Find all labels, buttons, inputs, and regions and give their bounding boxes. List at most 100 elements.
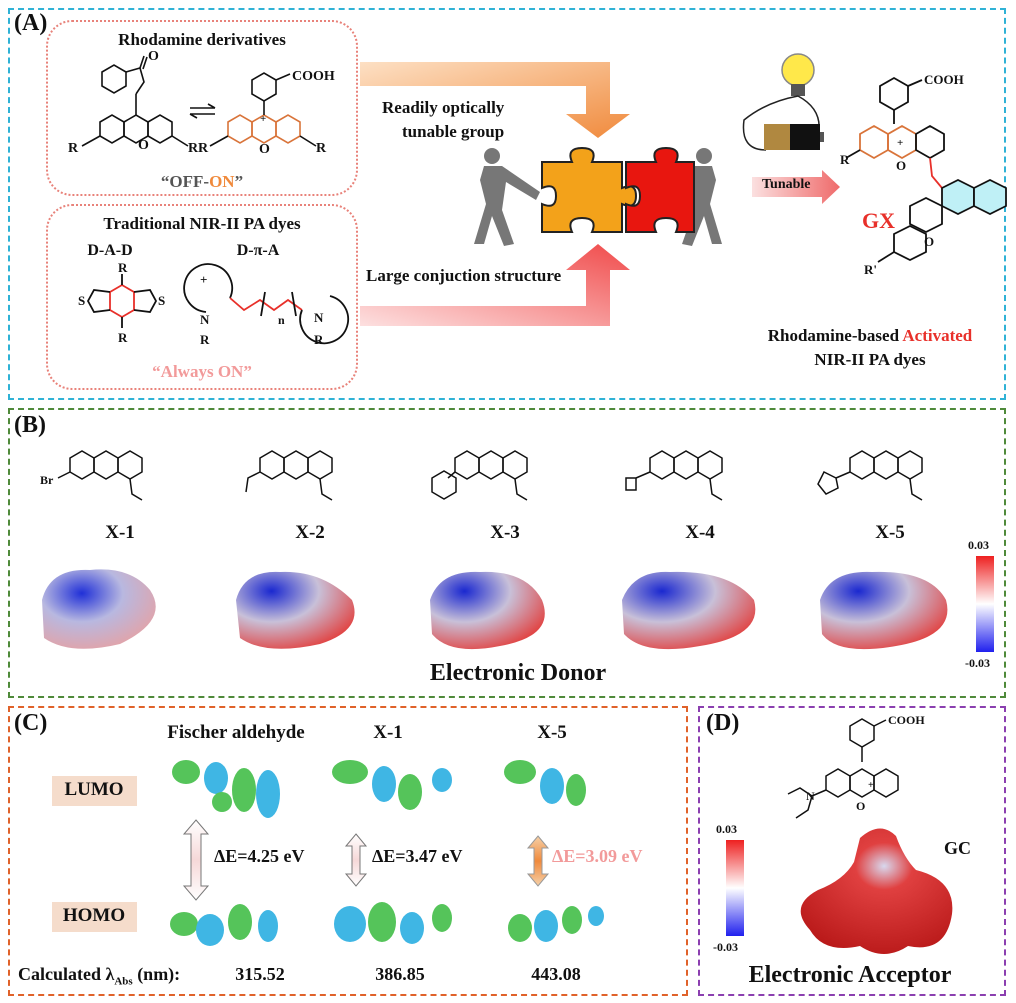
off-on-prefix: “OFF-: [160, 172, 210, 191]
gc-cooh: COOH: [888, 714, 925, 727]
rhodamine-equilibrium-structures: O O R R O + COOH R R: [68, 50, 335, 157]
atom-r: R: [118, 262, 128, 275]
atom-n: N: [314, 310, 324, 325]
panel-c-label: (C): [14, 710, 48, 736]
dad-label: D-A-D: [87, 242, 133, 259]
atom-r-prime: R': [864, 262, 877, 277]
tunable-group-line2: tunable group: [402, 122, 505, 141]
col-x1: X-1: [373, 722, 403, 743]
puzzle-icon: [474, 146, 722, 246]
panel-d-scale-max: 0.03: [716, 822, 737, 836]
atom-r: R: [316, 141, 327, 156]
rhodamine-title: Rhodamine derivatives: [118, 30, 286, 49]
tunable-arrow: [752, 170, 840, 204]
panel-b-label: (B): [14, 412, 46, 438]
atom-o-carbonyl: O: [148, 50, 159, 64]
result-line2: NIR-II PA dyes: [814, 350, 926, 369]
calc-value-fischer: 315.52: [235, 964, 285, 984]
gap-fischer: ΔE=4.25 eV: [214, 846, 305, 866]
atom-o: O: [924, 234, 934, 249]
off-on-label: “OFF-ON”: [161, 172, 243, 192]
compound-x5: X-5: [875, 522, 905, 543]
atom-s: S: [78, 293, 85, 308]
homo-box: [52, 902, 137, 932]
gap-x5: ΔE=3.09 eV: [552, 846, 643, 866]
traditional-dyes-title: Traditional NIR-II PA dyes: [103, 214, 301, 233]
off-on-suffix: ”: [234, 172, 244, 191]
gx-structure: COOH R O + O R': [840, 72, 1007, 277]
compound-x4: X-4: [685, 522, 715, 543]
result-prefix: Rhodamine-based: [767, 326, 903, 345]
atom-n-count: n: [278, 313, 285, 327]
gap-x1: ΔE=3.47 eV: [372, 846, 463, 866]
gc-esp-surface: [800, 828, 953, 954]
atom-r: R: [314, 332, 324, 347]
lumo-label: LUMO: [64, 779, 124, 800]
panel-d: [698, 706, 1006, 996]
calc-value-x5: 443.08: [531, 964, 581, 984]
panel-b-scale-min: -0.03: [965, 656, 990, 670]
atom-o: O: [259, 142, 270, 157]
atom-r: R: [68, 141, 79, 156]
atom-plus: +: [200, 272, 207, 287]
light-bulb-icon: [742, 53, 824, 151]
atom-s: S: [158, 293, 165, 308]
traditional-dyes-box: [46, 204, 358, 390]
compound-x2: X-2: [295, 522, 325, 543]
flow-arrows: [360, 62, 630, 326]
lumo-box: [52, 776, 137, 806]
dpia-label: D-π-A: [236, 242, 280, 259]
compound-x3: X-3: [490, 522, 520, 543]
calc-label-sub: Abs: [114, 975, 133, 988]
gc-structure: COOH O + N: [787, 714, 925, 819]
nir-ii-dye-structures: R R S S + N R n N R: [78, 262, 350, 347]
atom-plus: +: [897, 137, 903, 149]
always-on-label: “Always ON”: [152, 362, 252, 381]
calc-label-text: Calculated λ: [18, 964, 115, 984]
result-line1: Rhodamine-based Activated: [768, 326, 973, 346]
atom-n: N: [806, 789, 815, 803]
calc-value-x1: 386.85: [375, 964, 425, 984]
atom-r: R: [118, 330, 128, 345]
large-conj-label: Large conjuction structure: [366, 266, 562, 285]
result-emph: Activated: [902, 326, 973, 345]
panel-b-colorbar: [976, 556, 994, 652]
panel-b-scale-max: 0.03: [968, 538, 989, 552]
atom-r: R: [200, 332, 210, 347]
panel-d-colorbar: [726, 840, 744, 936]
calc-abs-label: Calculated λAbs (nm):: [18, 964, 180, 988]
cooh-label: COOH: [924, 72, 964, 87]
off-on-on: ON: [209, 172, 235, 191]
panel-d-label: (D): [706, 710, 740, 736]
atom-plus: +: [868, 780, 874, 791]
electronic-donor-label: Electronic Donor: [429, 660, 607, 686]
panel-c: [8, 706, 688, 996]
panel-b: [8, 408, 1006, 698]
rhodamine-box: [46, 20, 358, 196]
tunable-label: Tunable: [762, 177, 811, 192]
atom-r: R: [840, 152, 850, 167]
substituent-br: Br: [40, 473, 54, 487]
panel-a-label: (A): [14, 10, 48, 36]
atom-r: R: [198, 141, 209, 156]
col-x5: X-5: [537, 722, 567, 743]
atom-o: O: [856, 799, 865, 813]
atom-plus: +: [260, 113, 266, 125]
calc-label-unit: (nm):: [132, 964, 181, 984]
donor-structures: Br: [40, 450, 923, 501]
atom-o: O: [896, 158, 906, 173]
orbital-plots: [170, 760, 604, 946]
electronic-acceptor-label: Electronic Acceptor: [748, 962, 952, 988]
atom-r: R: [188, 141, 199, 156]
gc-label: GC: [944, 838, 971, 858]
homo-label: HOMO: [62, 905, 126, 926]
compound-x1: X-1: [105, 522, 135, 543]
tunable-group-line1: Readily optically: [382, 98, 505, 117]
atom-o: O: [138, 138, 149, 153]
atom-n: N: [200, 312, 210, 327]
gx-label: GX: [862, 208, 895, 233]
esp-surfaces: [42, 569, 948, 650]
col-fischer: Fischer aldehyde: [167, 722, 305, 743]
panel-d-scale-min: -0.03: [713, 940, 738, 954]
cooh-label: COOH: [292, 69, 335, 84]
